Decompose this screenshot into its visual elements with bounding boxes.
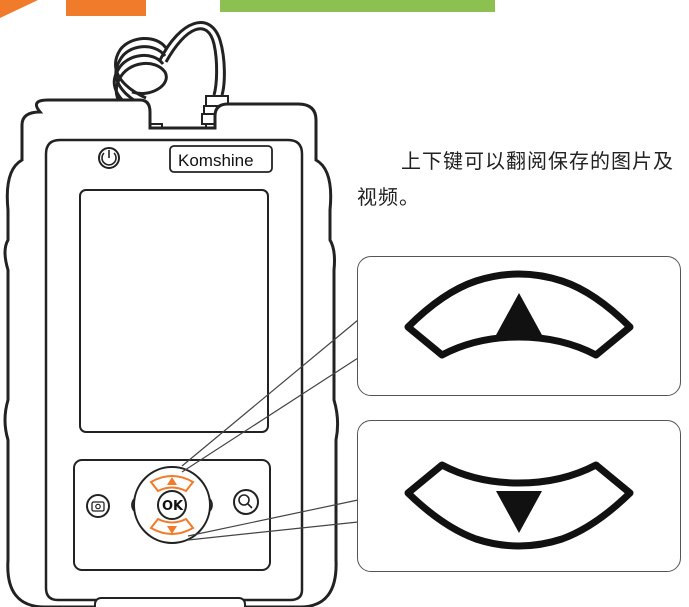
down-key[interactable] <box>149 517 195 535</box>
callout-down-key <box>357 420 681 572</box>
header-orange-tab <box>66 0 146 16</box>
header-orange-corner <box>0 0 38 18</box>
arrow-down-icon <box>167 526 177 534</box>
callout-up-key <box>357 256 681 396</box>
instruction-text: 上下键可以翻阅保存的图片及视频。 <box>357 149 674 209</box>
svg-text:OK: OK <box>162 499 184 514</box>
zoom-button[interactable] <box>233 489 259 515</box>
bottom-slot <box>94 597 246 607</box>
up-key[interactable] <box>149 475 195 493</box>
camera-button[interactable] <box>86 494 110 518</box>
brand-plate <box>169 145 273 173</box>
device-screen <box>79 189 269 433</box>
leader-lines <box>181 319 359 541</box>
search-icon <box>238 494 250 506</box>
brand-logo: Komshine <box>178 151 254 170</box>
camera-icon <box>91 501 105 512</box>
arrow-up-icon <box>167 477 177 485</box>
header-green-bar <box>220 0 495 12</box>
power-icon[interactable] <box>98 147 120 169</box>
arrow-down-key-icon <box>496 491 542 533</box>
arrow-up-key-icon <box>496 293 542 335</box>
ok-button[interactable]: OK <box>157 490 187 520</box>
